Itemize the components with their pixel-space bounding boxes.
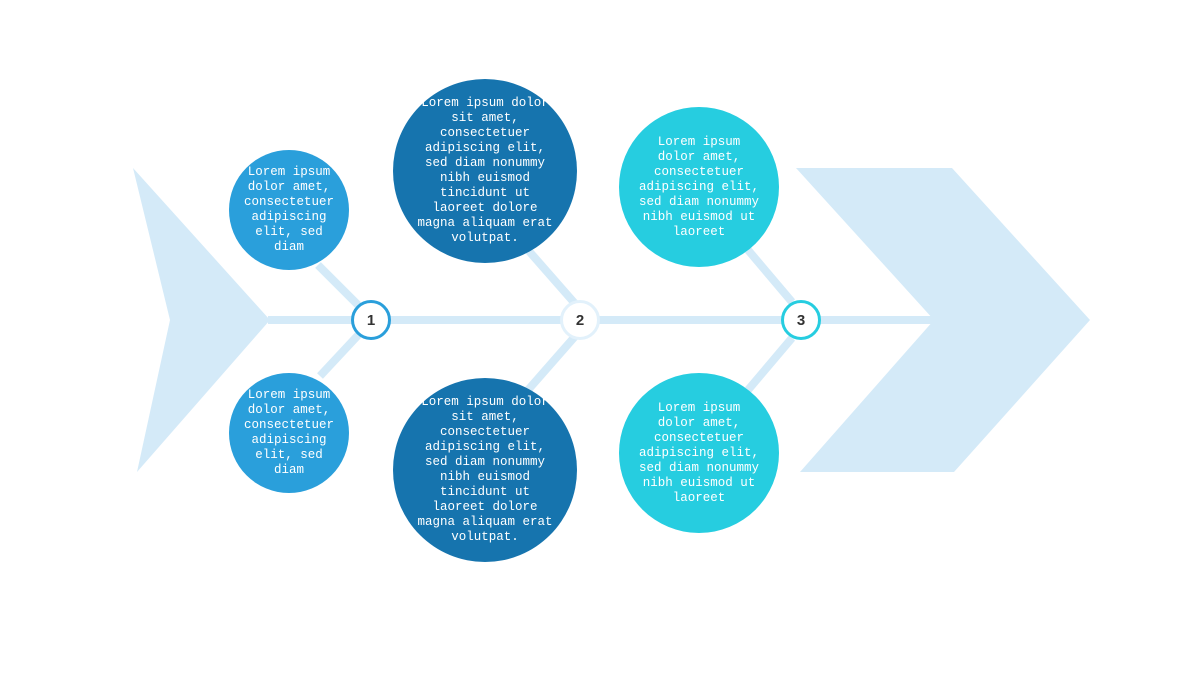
bubble-step1-bottom-text: Lorem ipsum dolor amet, consectetuer adi… <box>243 388 334 477</box>
bubble-step2-top-text: Lorem ipsum dolor sit amet, consectetuer… <box>417 96 553 245</box>
bubble-step1-bottom: Lorem ipsum dolor amet, consectetuer adi… <box>229 373 349 493</box>
rib-3-top <box>744 247 796 305</box>
step-node-3-label: 3 <box>796 311 806 329</box>
rib-2-top <box>524 247 582 310</box>
bubble-step2-bottom: Lorem ipsum dolor sit amet, consectetuer… <box>393 378 577 562</box>
rib-3-bottom <box>744 335 796 393</box>
rib-2-bottom <box>524 330 582 393</box>
bubble-step3-bottom-text: Lorem ipsum dolor amet, consectetuer adi… <box>638 400 760 505</box>
fish-tail <box>133 168 270 472</box>
step-node-2-label: 2 <box>575 311 585 329</box>
step-node-3: 3 <box>781 300 821 340</box>
bubble-step1-top: Lorem ipsum dolor amet, consectetuer adi… <box>229 150 349 270</box>
bubble-step2-bottom-text: Lorem ipsum dolor sit amet, consectetuer… <box>417 395 553 544</box>
bubble-step3-top-text: Lorem ipsum dolor amet, consectetuer adi… <box>638 134 760 239</box>
step-node-1-label: 1 <box>366 311 376 329</box>
fish-spine <box>268 316 936 324</box>
rib-1-top <box>315 262 365 312</box>
bubble-step1-top-text: Lorem ipsum dolor amet, consectetuer adi… <box>243 165 334 254</box>
bubble-step3-top: Lorem ipsum dolor amet, consectetuer adi… <box>619 107 779 267</box>
step-node-2: 2 <box>560 300 600 340</box>
fish-head <box>796 168 1090 472</box>
step-node-1: 1 <box>351 300 391 340</box>
bubble-step2-top: Lorem ipsum dolor sit amet, consectetuer… <box>393 79 577 263</box>
rib-1-bottom <box>317 328 365 379</box>
bubble-step3-bottom: Lorem ipsum dolor amet, consectetuer adi… <box>619 373 779 533</box>
